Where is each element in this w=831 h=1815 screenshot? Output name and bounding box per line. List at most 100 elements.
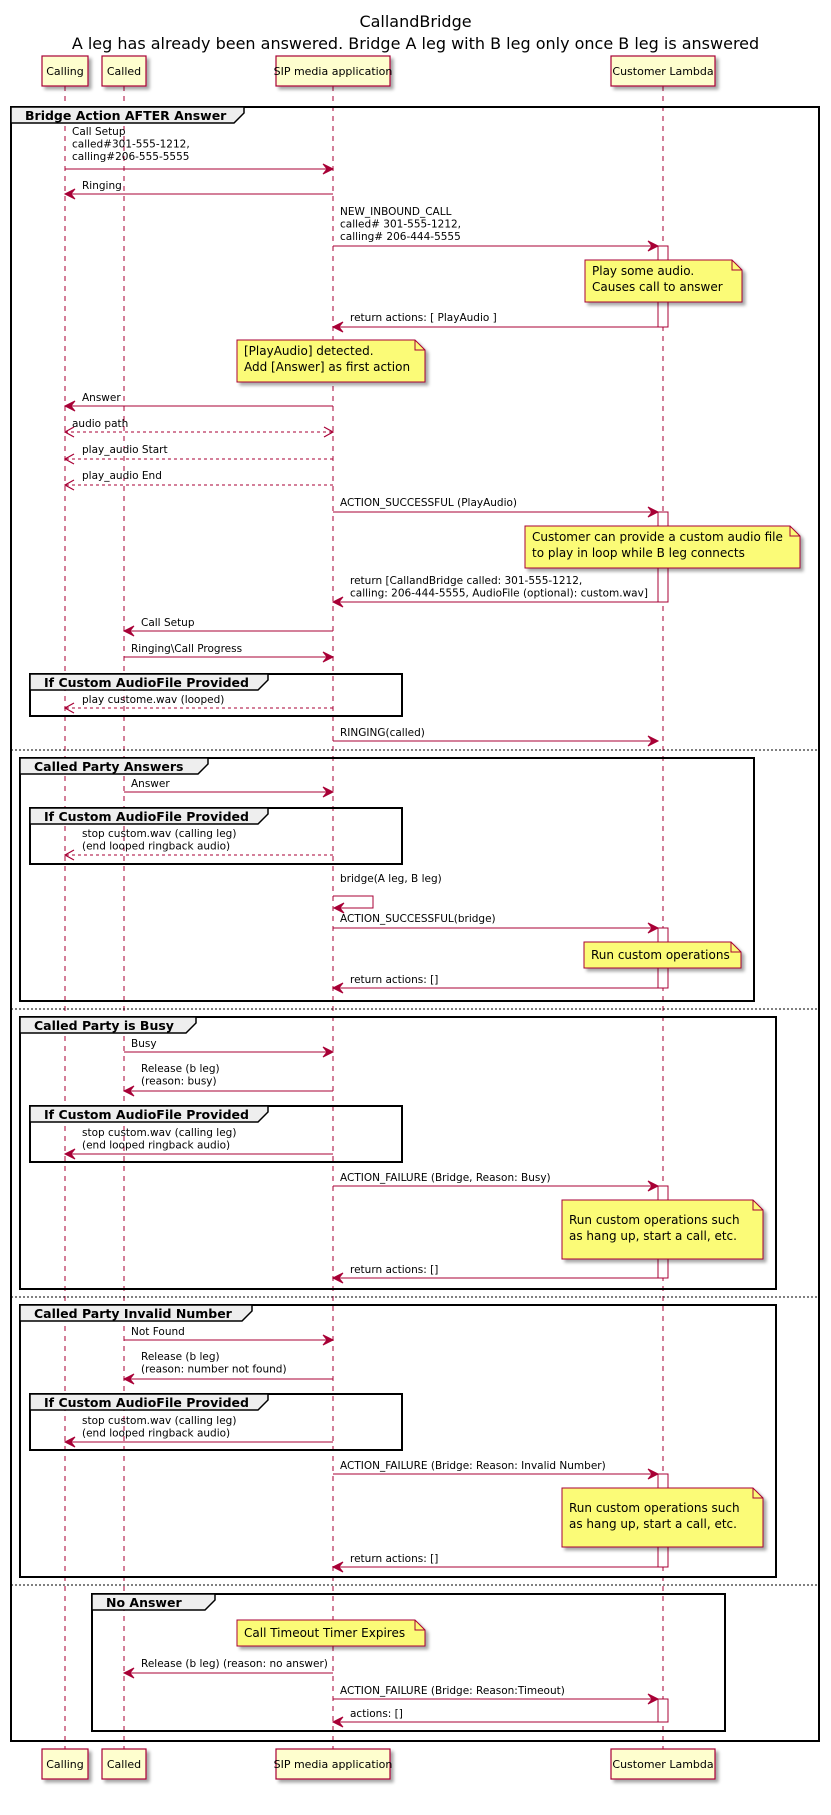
note: Run custom operations xyxy=(583,941,742,969)
note-box xyxy=(236,339,426,383)
note-fold xyxy=(731,260,742,271)
message: play custome.wav (looped) xyxy=(63,694,333,714)
participant-label: SIP media application xyxy=(274,65,393,78)
message-label: audio path xyxy=(72,418,128,430)
group-frame xyxy=(10,106,820,1742)
arrow-head xyxy=(63,1148,76,1160)
lifelines xyxy=(64,86,664,1749)
note-text: Customer can provide a custom audio file xyxy=(532,530,783,544)
group-fragment: If Custom AudioFile Provided xyxy=(29,807,403,865)
message: stop custom.wav (calling leg)(end looped… xyxy=(63,1127,333,1160)
arrow-head xyxy=(331,321,344,333)
arrow-head xyxy=(63,188,76,200)
message-label: Release (b leg) xyxy=(141,1351,220,1363)
message-label: called# 301-555-1212, xyxy=(340,219,461,231)
message-label: return [CallandBridge called: 301-555-12… xyxy=(350,575,582,587)
group-label: Called Party Invalid Number xyxy=(34,1306,233,1321)
message-label: (reason: busy) xyxy=(141,1076,217,1088)
message-label: play custome.wav (looped) xyxy=(82,694,224,706)
message-label: calling#206-555-5555 xyxy=(72,151,189,163)
note-box xyxy=(524,525,801,569)
arrow-head xyxy=(647,922,660,934)
message-label: NEW_INBOUND_CALL xyxy=(340,206,452,218)
note-text: Causes call to answer xyxy=(592,280,723,294)
arrow-head xyxy=(63,479,75,491)
participant-box: Customer Lambda xyxy=(610,1748,716,1780)
activation-bar xyxy=(657,1698,669,1723)
message: audio path xyxy=(63,418,335,438)
message-label: return actions: [ PlayAudio ] xyxy=(350,312,497,324)
arrow-head xyxy=(122,625,135,637)
message-label: stop custom.wav (calling leg) xyxy=(82,1415,236,1427)
notes: Play some audio.Causes call to answer[Pl… xyxy=(236,259,801,1647)
group-fragment: Bridge Action AFTER Answer xyxy=(10,106,820,1742)
message: Release (b leg)(reason: busy) xyxy=(122,1063,333,1097)
participant-rect xyxy=(101,55,147,87)
message-label: ACTION_SUCCESSFUL (PlayAudio) xyxy=(340,497,517,509)
participant-rect xyxy=(101,1748,147,1780)
message-label: (end looped ringback audio) xyxy=(82,1428,230,1440)
participant-box: Calling xyxy=(41,55,89,87)
message: return actions: [ PlayAudio ] xyxy=(331,312,658,333)
arrow-head xyxy=(63,400,76,412)
message-label: play_audio Start xyxy=(82,444,168,456)
note-box xyxy=(583,941,742,969)
message-label: calling: 206-444-5555, AudioFile (option… xyxy=(350,588,648,600)
message: play_audio End xyxy=(63,470,333,491)
message: return actions: [] xyxy=(331,974,658,994)
group-label: If Custom AudioFile Provided xyxy=(44,1107,249,1122)
note: Play some audio.Causes call to answer xyxy=(584,259,743,303)
group-label: If Custom AudioFile Provided xyxy=(44,675,249,690)
participant-rect xyxy=(610,55,716,87)
participant-rect xyxy=(610,1748,716,1780)
group-frame xyxy=(19,1016,777,1290)
message-label: Release (b leg) xyxy=(141,1063,220,1075)
message: Release (b leg) (reason: no answer) xyxy=(122,1658,333,1679)
arrow-head xyxy=(122,1373,135,1385)
messages: Call Setupcalled#301-555-1212,calling#20… xyxy=(63,126,660,1728)
message: return actions: [] xyxy=(331,1264,658,1284)
group-header xyxy=(19,1016,197,1034)
note-box xyxy=(236,1619,426,1647)
note: Call Timeout Timer Expires xyxy=(236,1619,426,1647)
arrow-head xyxy=(647,1693,660,1705)
message-label: calling# 206-444-5555 xyxy=(340,231,461,243)
participant-box: SIP media application xyxy=(274,1748,392,1780)
arrow-head xyxy=(322,163,335,175)
group-label: If Custom AudioFile Provided xyxy=(44,1395,249,1410)
message-label: actions: [] xyxy=(350,1708,403,1720)
message-label: return actions: [] xyxy=(350,974,438,986)
group-fragment: Called Party Invalid Number xyxy=(19,1304,777,1578)
message-label: Answer xyxy=(82,392,121,404)
message-label: Call Setup xyxy=(72,126,126,138)
participant-box: SIP media application xyxy=(274,55,393,87)
message-label: Ringing\Call Progress xyxy=(131,643,242,655)
message-label: (end looped ringback audio) xyxy=(82,841,230,853)
group-label: No Answer xyxy=(106,1595,182,1610)
note-text: Call Timeout Timer Expires xyxy=(244,1626,405,1640)
arrow-head xyxy=(647,240,660,252)
group-header xyxy=(29,807,269,825)
note-text: Add [Answer] as first action xyxy=(244,360,410,374)
note-fold xyxy=(752,1488,763,1499)
note-fold xyxy=(730,942,741,953)
message-label: ACTION_FAILURE (Bridge: Reason:Timeout) xyxy=(340,1685,565,1697)
message: bridge(A leg, B leg) xyxy=(332,873,442,914)
message: play_audio Start xyxy=(63,444,333,465)
message: Answer xyxy=(63,392,333,412)
message: return [CallandBridge called: 301-555-12… xyxy=(331,575,658,608)
participant-label: Calling xyxy=(46,1758,84,1771)
group-frame xyxy=(19,757,755,1002)
message-label: return actions: [] xyxy=(350,1264,438,1276)
group-header xyxy=(19,1304,253,1322)
message: ACTION_FAILURE (Bridge: Reason:Timeout) xyxy=(333,1685,660,1705)
group-frame xyxy=(19,1304,777,1578)
participant-label: Called xyxy=(107,65,141,78)
group-label: Called Party is Busy xyxy=(34,1018,174,1033)
arrow-head xyxy=(323,426,335,438)
participant-box: Calling xyxy=(41,1748,89,1780)
